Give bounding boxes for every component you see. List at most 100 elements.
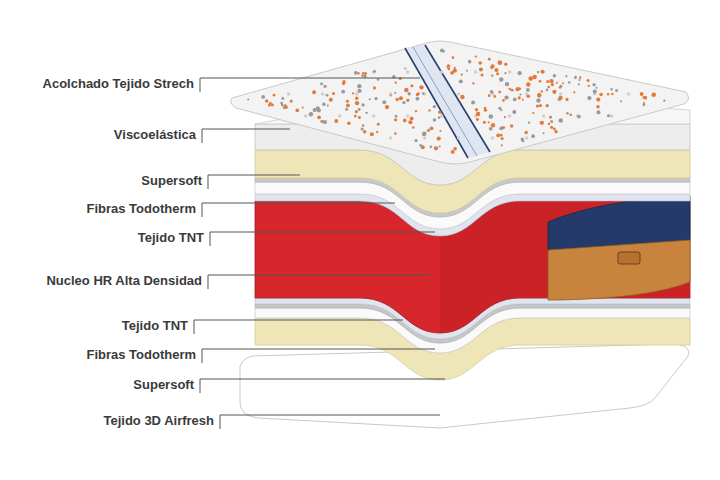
cover-speck: [496, 72, 499, 75]
cover-speck: [439, 130, 441, 132]
cover-speck: [342, 82, 345, 85]
cover-speck: [568, 81, 570, 83]
cover-speck: [565, 75, 567, 77]
quilted-cover: [231, 41, 689, 164]
cover-speck: [493, 95, 496, 98]
side-border-orange: [548, 240, 690, 300]
cover-speck: [559, 96, 563, 100]
cover-speck: [377, 123, 380, 126]
cover-speck: [346, 104, 350, 108]
cover-speck: [461, 74, 463, 76]
cover-speck: [437, 136, 441, 140]
cover-speck: [642, 96, 644, 98]
cover-speck: [410, 117, 414, 121]
part-label: Nucleo HR Alta Densidad: [46, 273, 202, 289]
part-label: Acolchado Tejido Strech: [43, 76, 194, 92]
cover-speck: [357, 84, 361, 88]
part-label: Tejido TNT: [138, 230, 204, 246]
cover-speck: [429, 145, 432, 148]
cover-speck: [596, 97, 600, 101]
quilt-dimple: [372, 70, 376, 74]
quilt-dimple: [525, 136, 529, 140]
cover-speck: [502, 99, 505, 102]
cover-speck: [358, 116, 361, 119]
cover-speck: [357, 89, 361, 93]
quilt-dimple: [338, 114, 342, 118]
cover-speck: [537, 98, 540, 101]
quilt-dimple: [304, 114, 308, 118]
cover-speck: [494, 68, 498, 72]
cover-speck: [518, 87, 521, 90]
cover-speck: [490, 90, 494, 94]
cover-speck: [505, 82, 509, 86]
cover-speck: [320, 82, 323, 85]
cover-speck: [547, 86, 550, 89]
cover-speck: [475, 55, 477, 57]
cover-speck: [281, 97, 284, 100]
cover-speck: [599, 93, 603, 97]
cover-speck: [575, 76, 577, 78]
cover-speck: [499, 77, 503, 81]
cover-speck: [531, 134, 535, 138]
cover-speck: [504, 95, 508, 99]
cover-speck: [537, 71, 539, 73]
quilt-dimple: [321, 92, 325, 96]
cover-speck: [433, 118, 437, 122]
quilt-dimple: [372, 114, 376, 118]
cover-speck: [385, 105, 389, 109]
cover-speck: [526, 88, 530, 92]
part-label: Supersoft: [141, 173, 202, 189]
cover-stripe: [405, 45, 490, 158]
cover-speck: [524, 131, 527, 134]
cover-speck: [362, 72, 364, 74]
quilt-dimple: [440, 70, 444, 74]
part-label: Fibras Todotherm: [86, 347, 196, 363]
leader-line: [208, 275, 430, 289]
cover-speck: [466, 70, 468, 72]
cover-speck: [596, 87, 598, 89]
cover-speck: [540, 121, 544, 125]
quilt-dimple: [610, 114, 614, 118]
quilt-dimple: [389, 92, 393, 96]
cover-speck: [317, 115, 321, 119]
cover-speck: [483, 121, 486, 124]
quilt-dimple: [542, 114, 546, 118]
cover-speck: [501, 144, 503, 146]
cover-speck: [504, 116, 506, 118]
leader-line: [200, 78, 420, 92]
cover-speck: [480, 73, 483, 76]
cover-speck: [642, 103, 645, 106]
cover-speck: [394, 92, 396, 94]
quilt-dimple: [508, 70, 512, 74]
quilt-dimple: [389, 136, 393, 140]
cover-speck: [620, 100, 622, 102]
cover-speck: [453, 147, 457, 151]
cover-speck: [521, 138, 524, 141]
cover-speck: [546, 80, 549, 83]
cover-speck: [373, 86, 376, 89]
cover-speck: [498, 91, 501, 94]
cover-speck: [587, 79, 590, 82]
cover-speck: [528, 122, 530, 124]
cover-speck: [500, 109, 502, 111]
quilt-dimple: [508, 114, 512, 118]
cover-pattern: [247, 49, 665, 154]
part-label: Supersoft: [133, 377, 194, 393]
cover-speck: [327, 105, 329, 107]
cover-speck: [247, 98, 249, 100]
cover-speck: [447, 64, 451, 68]
cover-speck: [552, 90, 556, 94]
cover-speck: [596, 110, 600, 114]
cover-speck: [363, 75, 366, 78]
quilt-dimple: [355, 92, 359, 96]
cover-speck: [434, 146, 438, 150]
cover-speck: [512, 110, 516, 114]
cover-speck: [394, 118, 397, 121]
cover-speck: [440, 49, 444, 53]
cover-speck: [355, 110, 358, 113]
cover-speck: [587, 96, 591, 100]
part-label: Tejido TNT: [122, 318, 188, 334]
cover-speck: [504, 63, 507, 66]
quilt-dimple: [627, 92, 631, 96]
